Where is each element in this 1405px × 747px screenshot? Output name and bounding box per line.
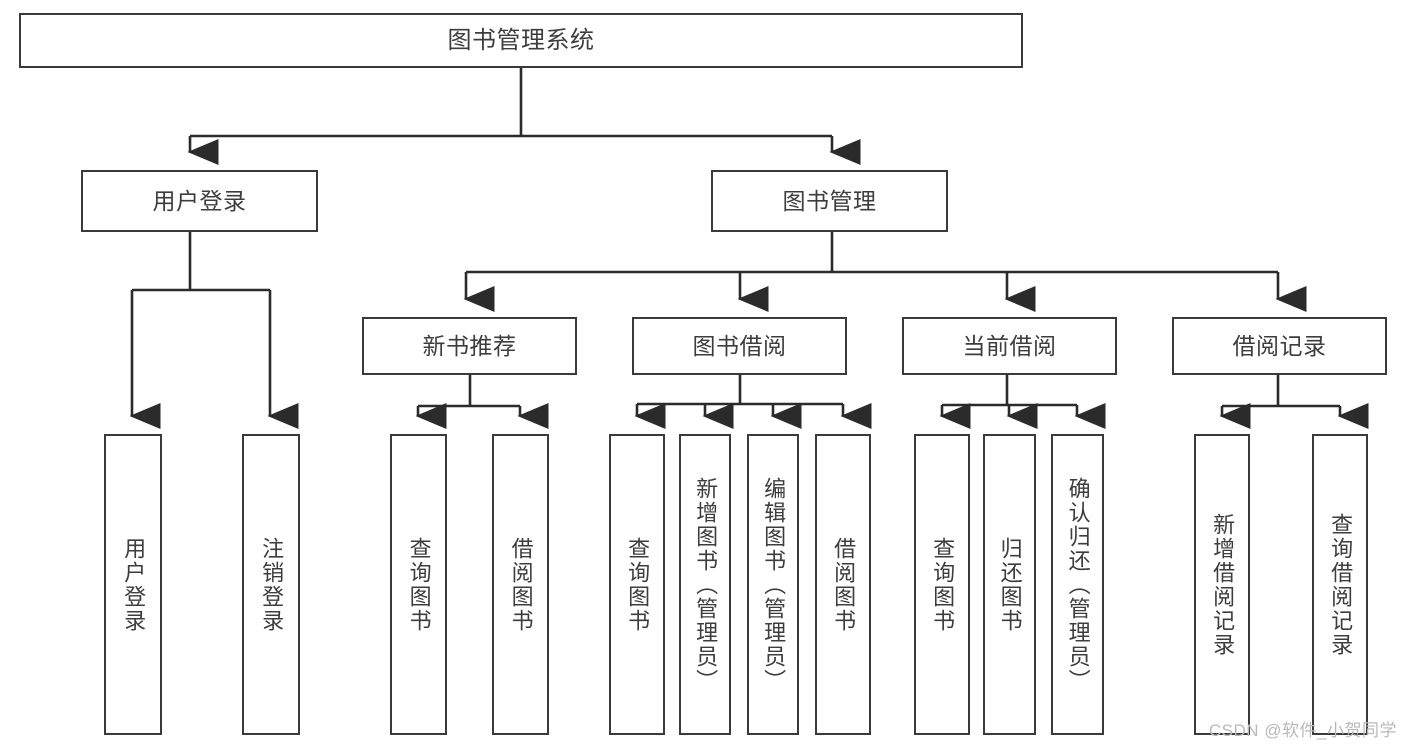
node-label: 归还图书 (997, 536, 1023, 633)
node-label: 新增借阅记录 (1210, 512, 1236, 657)
node-current-borrow[interactable]: 当前借阅 (902, 317, 1117, 375)
leaf-borrow-book-recommend[interactable]: 借阅图书 (492, 434, 549, 735)
node-label: 查询图书 (930, 536, 956, 633)
node-label: 查询图书 (406, 536, 432, 633)
node-label: 新增图书（管理员） (693, 476, 719, 693)
node-label: 查询借阅记录 (1328, 512, 1354, 657)
node-label: 注销登录 (259, 536, 285, 633)
node-label: 当前借阅 (962, 332, 1057, 359)
node-label: 借阅记录 (1232, 332, 1327, 359)
node-root-system[interactable]: 图书管理系统 (19, 13, 1023, 68)
leaf-borrow-book-borrow[interactable]: 借阅图书 (815, 434, 871, 735)
node-new-book-recommend[interactable]: 新书推荐 (362, 317, 577, 375)
node-label: 新书推荐 (422, 332, 517, 359)
node-label: 确认归还（管理员） (1065, 476, 1091, 693)
node-label: 编辑图书（管理员） (761, 476, 787, 693)
leaf-query-book-borrow[interactable]: 查询图书 (609, 434, 665, 735)
leaf-query-book-recommend[interactable]: 查询图书 (390, 434, 447, 735)
node-label: 图书管理系统 (447, 26, 595, 54)
node-user-login[interactable]: 用户登录 (81, 170, 318, 232)
leaf-query-book-current[interactable]: 查询图书 (914, 434, 970, 735)
node-label: 借阅图书 (831, 536, 857, 633)
leaf-confirm-return-admin[interactable]: 确认归还（管理员） (1051, 434, 1104, 735)
leaf-query-borrow-record[interactable]: 查询借阅记录 (1312, 434, 1368, 735)
node-book-borrow[interactable]: 图书借阅 (632, 317, 847, 375)
node-book-manage[interactable]: 图书管理 (711, 170, 948, 232)
node-label: 借阅图书 (508, 536, 534, 633)
node-label: 用户登录 (152, 187, 247, 214)
node-label: 图书借阅 (692, 332, 787, 359)
leaf-return-book[interactable]: 归还图书 (983, 434, 1036, 735)
leaf-add-book-admin[interactable]: 新增图书（管理员） (679, 434, 731, 735)
node-borrow-record[interactable]: 借阅记录 (1172, 317, 1387, 375)
leaf-user-login[interactable]: 用户登录 (104, 434, 162, 735)
node-label: 查询图书 (625, 536, 651, 633)
leaf-logout-login[interactable]: 注销登录 (242, 434, 300, 735)
csdn-watermark: CSDN @软件_小贺同学 (1208, 721, 1397, 740)
node-label: 用户登录 (121, 536, 147, 633)
node-label: 图书管理 (782, 187, 877, 214)
leaf-add-borrow-record[interactable]: 新增借阅记录 (1194, 434, 1250, 735)
leaf-edit-book-admin[interactable]: 编辑图书（管理员） (747, 434, 799, 735)
